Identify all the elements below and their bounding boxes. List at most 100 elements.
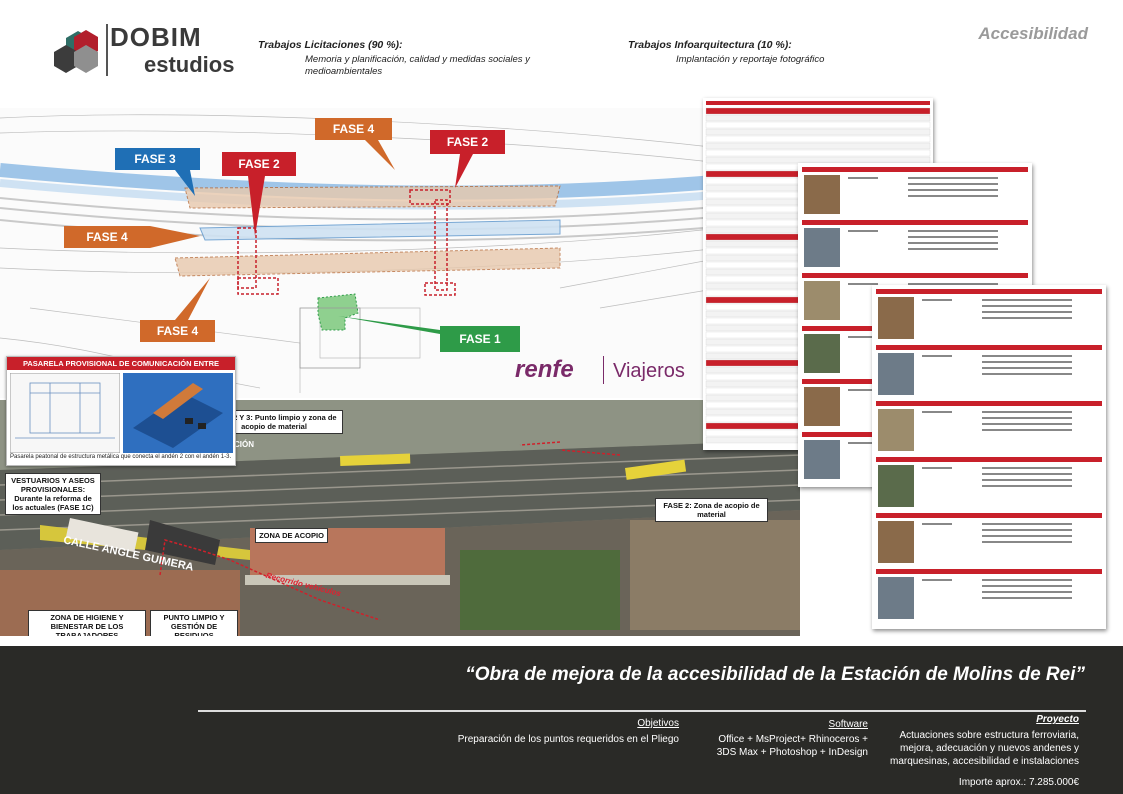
equipo-text-line <box>982 299 1072 301</box>
brand-subname: estudios <box>144 52 235 77</box>
equipo-text-line <box>848 389 878 391</box>
equipo-text-line <box>848 177 878 179</box>
equipo-text-line <box>908 230 998 232</box>
pasarela-title: PASARELA PROVISIONAL DE COMUNICACIÓN ENT… <box>7 357 235 381</box>
equipo-photo <box>804 281 840 320</box>
equipo-text-line <box>908 189 998 191</box>
equipo-photo <box>878 465 914 507</box>
equipo-text-line <box>982 479 1072 481</box>
renfe-logo: renfe <box>515 356 574 383</box>
equipo-header-bar <box>802 167 1028 172</box>
equipo-text-line <box>908 242 998 244</box>
equipo-text-line <box>922 467 952 469</box>
infoarquitectura-title: Trabajos Infoarquitectura (10 %): <box>628 39 792 51</box>
dobim-logo: DOBIM estudios <box>52 22 252 82</box>
proyecto-text-1: Actuaciones sobre estructura ferroviaria… <box>899 730 1079 741</box>
equipo-photo <box>804 334 840 373</box>
equipo-header-bar <box>802 273 1028 278</box>
brand-name: DOBIM <box>110 22 202 52</box>
equipo-text-line <box>982 423 1072 425</box>
equipo-header-bar <box>876 457 1102 462</box>
equipo-text-line <box>982 529 1072 531</box>
equipo-text-line <box>908 183 998 185</box>
equipo-text-line <box>982 523 1072 525</box>
equipo-photo <box>878 353 914 395</box>
equipo-text-line <box>982 305 1072 307</box>
equipo-text-line <box>982 591 1072 593</box>
equipo-text-line <box>982 355 1072 357</box>
fase4-label-bottom: FASE 4 <box>156 324 199 338</box>
equipo-text-line <box>908 236 998 238</box>
equipo-text-line <box>848 230 878 232</box>
fase1-tag <box>338 316 520 352</box>
equipo-header-bar <box>876 345 1102 350</box>
equipo-text-line <box>982 535 1072 537</box>
renfe-subtitle: Viajeros <box>613 360 685 382</box>
label-cion: CIÓN <box>234 440 254 449</box>
equipo-text-line <box>922 411 952 413</box>
licitaciones-text: Memoria y planificación, calidad y medid… <box>305 54 530 77</box>
fase1-label: FASE 1 <box>459 332 501 346</box>
renfe-divider <box>603 356 604 384</box>
equipo-photo <box>878 409 914 451</box>
equipo-text-line <box>982 373 1072 375</box>
equipo-text-line <box>982 411 1072 413</box>
equipo-text-line <box>982 367 1072 369</box>
equipo-text-line <box>982 429 1072 431</box>
fase4-top-tag <box>315 118 395 170</box>
equipo-text-line <box>982 311 1072 313</box>
equipo-text-line <box>848 283 878 285</box>
equipo-header-bar <box>876 569 1102 574</box>
equipo-text-line <box>908 248 998 250</box>
fase4-left-tag <box>64 226 200 248</box>
project-quote: “Obra de mejora de la accesibilidad de l… <box>465 664 1085 685</box>
hex-logo-icon <box>54 30 98 73</box>
fase4-bottom-tag <box>140 278 215 342</box>
proyecto-label: Proyecto <box>1036 714 1079 725</box>
equipo-text-line <box>982 473 1072 475</box>
table-row <box>705 121 931 129</box>
equipo-header-bar <box>876 513 1102 518</box>
doc-table-header-bar <box>706 101 930 105</box>
software-label: Software <box>828 719 868 730</box>
proyecto-text-3: marquesinas, accesibilidad e instalacion… <box>890 756 1079 767</box>
equipo-text-line <box>908 195 998 197</box>
equipo-text-line <box>982 361 1072 363</box>
equipo-text-line <box>982 467 1072 469</box>
equipo-text-line <box>922 579 952 581</box>
fase3-label: FASE 3 <box>134 152 176 166</box>
infoarquitectura-text: Implantación y reportaje fotográfico <box>676 54 825 65</box>
equipo-photo <box>878 577 914 619</box>
fase2-left-tag <box>222 152 296 236</box>
equipo-text-line <box>982 485 1072 487</box>
table-row <box>705 135 931 143</box>
fase4-label-left: FASE 4 <box>86 230 128 244</box>
section-title: Accesibilidad <box>978 24 1088 43</box>
label-punto-limpio: PUNTO LIMPIO Y GESTIÓN DE RESIDUOS <box>150 610 238 636</box>
pasarela-inset: PASARELA PROVISIONAL DE COMUNICACIÓN ENT… <box>6 356 236 466</box>
software-text-2: 3DS Max + Photoshop + InDesign <box>716 747 868 758</box>
equipo-header-bar <box>876 289 1102 294</box>
pasarela-section-drawing <box>10 373 120 453</box>
table-row <box>705 107 931 115</box>
label-vestuarios: VESTUARIOS Y ASEOS PROVISIONALES: Durant… <box>5 473 101 515</box>
table-row <box>705 114 931 122</box>
equipo-text-line <box>982 417 1072 419</box>
table-row <box>705 149 931 157</box>
equipo-text-line <box>982 317 1072 319</box>
fase4-label-top: FASE 4 <box>332 122 375 136</box>
equipo-text-line <box>982 579 1072 581</box>
equipo-photo <box>804 440 840 479</box>
equipo-text-line <box>848 336 878 338</box>
equipo-text-line <box>922 355 952 357</box>
software-text-1: Office + MsProject+ Rhinoceros + <box>718 734 868 745</box>
equipo-text-line <box>908 283 998 285</box>
station-plan: FASE 3 FASE 2 FASE 4 FASE 2 FASE 4 FASE … <box>0 108 800 398</box>
proyecto-importe: Importe aprox.: 7.285.000€ <box>958 777 1079 788</box>
equipo-photo <box>804 175 840 214</box>
fase2-label-right: FASE 2 <box>446 135 489 149</box>
fase2-label-left: FASE 2 <box>238 157 280 171</box>
fase3-tag <box>115 148 200 196</box>
doc-equipos-2-content <box>876 289 1102 619</box>
label-zona-acopio: ZONA DE ACOPIO <box>255 528 328 543</box>
